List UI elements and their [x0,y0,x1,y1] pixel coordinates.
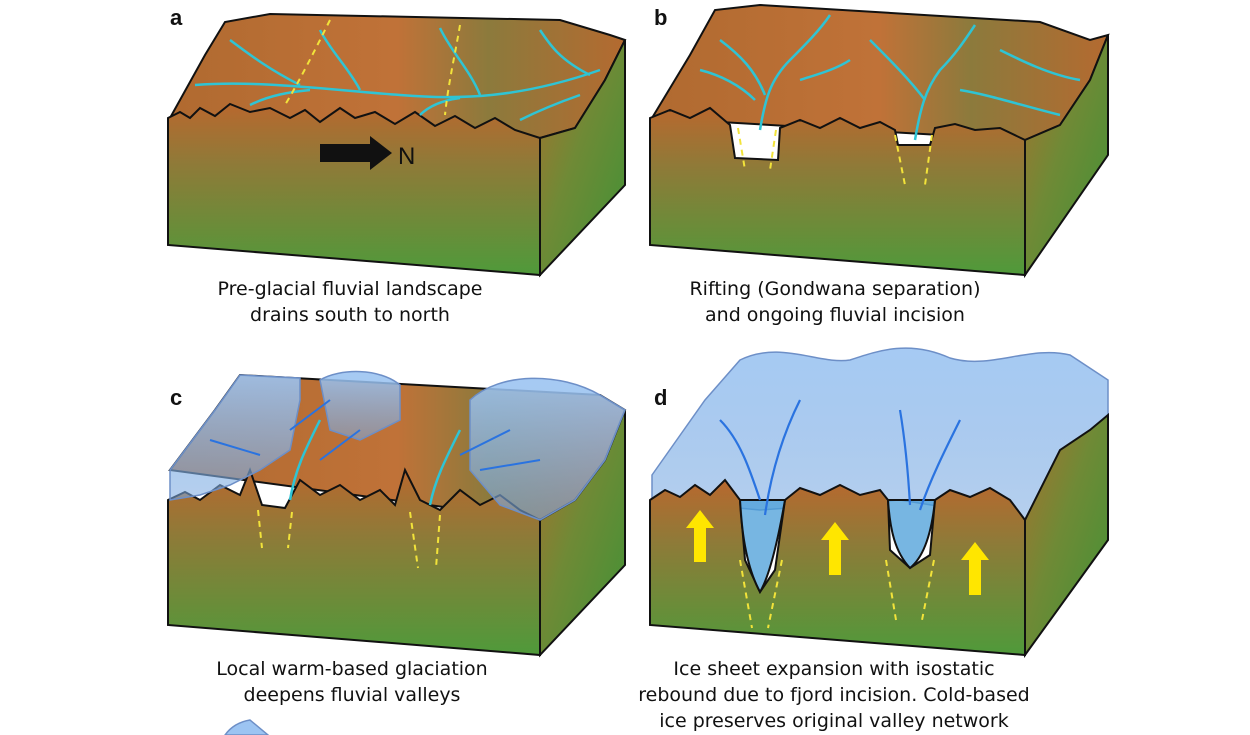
panel-d-letter: d [654,385,667,410]
panel-b-caption-line-1: Rifting (Gondwana separation) [689,278,980,300]
panel-d-faults [739,559,935,629]
panel-c-faults [257,509,441,569]
uplift-arrow-icon [961,542,989,595]
panel-c-caption-line-1: Local warm-based glaciation [216,658,487,680]
panel-c-caption-line-2: deepens fluvial valleys [244,684,461,706]
panel-b-side-face [1024,34,1109,279]
isostatic-uplift-arrows [686,510,989,595]
panel-c-ice-caps [169,370,626,521]
panel-d-fjord-ice [738,499,937,595]
panel-a-caption-line-1: Pre-glacial fluvial landscape [218,278,483,300]
panel-b-caption-line-2: and ongoing fluvial incision [705,304,965,326]
uplift-arrow-icon [821,522,849,575]
panel-d-ice-sheet [651,347,1109,521]
panel-a-faults [284,19,461,116]
panel-d-side-face [1024,412,1109,659]
panel-d-caption-line-2: rebound due to fjord incision. Cold-base… [638,684,1029,706]
panel-a-river-network [194,27,601,122]
panel-b-faults [737,127,933,186]
panel-d-ice-flow-arrows [719,399,961,516]
panel-c-river-network [288,419,462,506]
panel-a-side-face [539,39,626,278]
panel-b-river-network [699,14,1081,141]
panel-b: b Rifting (Gondwana separation) and ongo… [649,3,1110,326]
panel-a-front-face [167,102,541,277]
panel-c: c Local warm-based glaciation deep [167,370,627,735]
north-label: N [398,143,415,170]
panel-a: a N Pre-glacial fluvial landscape drains… [167,5,627,326]
panel-d-caption-line-1: Ice sheet expansion with isostatic [673,658,994,680]
panel-c-letter: c [170,385,182,410]
panel-a-caption-line-2: drains south to north [250,304,450,326]
panel-a-letter: a [170,5,183,30]
panel-d-caption-line-3: ice preserves original valley network [659,710,1009,732]
panel-b-letter: b [654,5,667,30]
panel-c-ice-flow-arrows [209,399,541,471]
panel-b-front-face [649,106,1026,277]
north-arrow-icon [320,136,392,170]
panel-d: d Ice sheet expansion with isostati [638,347,1109,732]
uplift-arrow-icon [686,510,714,562]
next-panel-fragment [224,719,270,735]
